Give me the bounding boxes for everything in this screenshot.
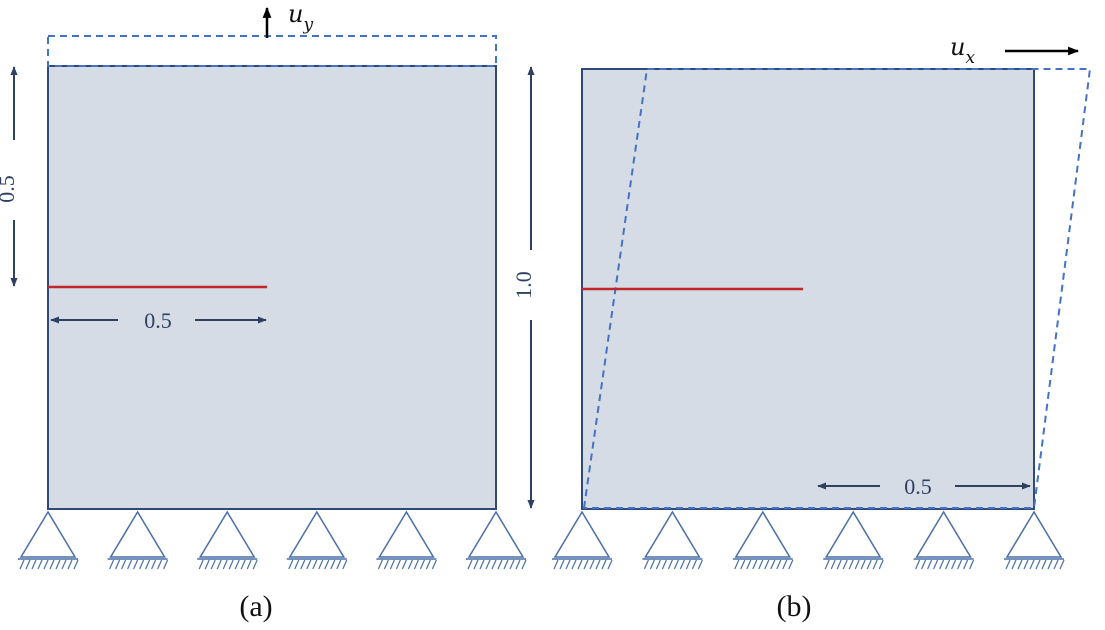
crack-length-label: 0.5 (144, 308, 172, 333)
panel-b: ux 0.5 (b) (552, 33, 1092, 623)
load-subscript-a: y (302, 15, 313, 35)
load-subscript-b: x (965, 48, 975, 68)
load-label-a: uy (288, 0, 313, 35)
pin-support-icon (197, 510, 258, 570)
deformed-outline-a (47, 35, 497, 67)
load-symbol-a: u (288, 0, 303, 28)
pin-support-icon (732, 510, 794, 570)
pin-support-icon (642, 510, 703, 570)
load-label-b: ux (950, 33, 975, 68)
pin-support-icon (107, 510, 169, 570)
deformed-outline-b (582, 68, 1092, 509)
pin-support-icon (18, 510, 79, 570)
caption-b: (b) (777, 590, 812, 623)
pin-support-icon (1004, 510, 1065, 570)
pin-support-icon (552, 510, 613, 570)
supports-b (552, 510, 1065, 570)
offset-label: 0.5 (904, 474, 932, 499)
pin-support-icon (286, 510, 348, 570)
load-symbol-b: u (950, 33, 965, 61)
crack-height-label: 0.5 (0, 175, 19, 203)
plate-height-label: 1.0 (511, 271, 536, 299)
pin-support-icon (376, 510, 437, 570)
panel-a: uy 0.5 0.5 1.0 (a) (0, 0, 536, 623)
pin-support-icon (823, 510, 884, 570)
pin-support-icon (466, 510, 527, 570)
pin-support-icon (913, 510, 975, 570)
caption-a: (a) (239, 590, 272, 623)
supports-a (18, 510, 527, 570)
